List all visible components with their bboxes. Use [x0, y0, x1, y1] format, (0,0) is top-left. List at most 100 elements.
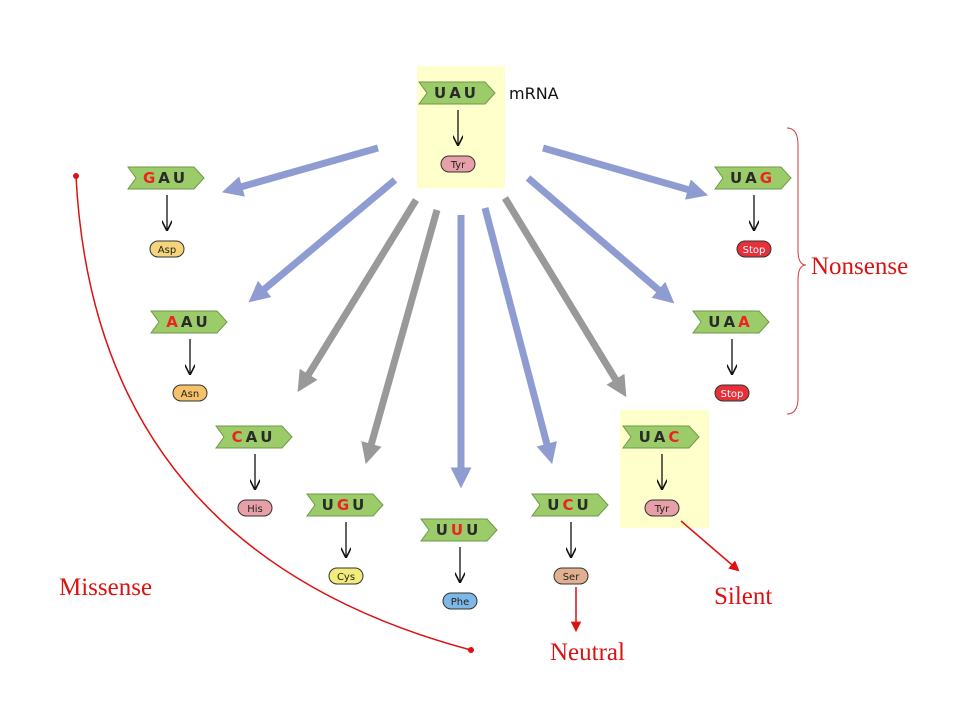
mutant-uac-codon: U A C [639, 428, 680, 446]
mutant-uaa-amino-acid-pill [714, 384, 750, 402]
mutant-aau-base-1: A [166, 313, 178, 331]
mutant-ugu-amino-acid-pill [328, 567, 364, 585]
mutant-uac-base-3: C [668, 428, 679, 446]
original-amino-acid-pill [440, 155, 476, 173]
mutant-gau-base-3: U [173, 169, 185, 187]
silent-pointer-arrow [680, 520, 740, 572]
mutation-arrow-uaa [525, 175, 675, 304]
mutation-arrow-uag [542, 144, 709, 200]
mutant-uaa-base-2: A [723, 313, 735, 331]
mutant-ugu-codon: U G U [322, 496, 365, 514]
mutant-gau-amino-acid: Asp [158, 245, 176, 256]
mutant-ugu-base-3: U [352, 496, 364, 514]
mutant-cau-unit: C A U His [215, 425, 293, 517]
original-codon-arrow [418, 81, 496, 105]
mutant-uaa-amino-acid: Stop [721, 389, 744, 400]
mutation-arrow-aau [248, 177, 398, 303]
mutant-ucu-amino-acid: Ser [563, 572, 581, 583]
mutant-ucu-base-2: C [562, 496, 573, 514]
mutant-aau-amino-acid: Asn [181, 389, 199, 400]
nonsense-label: Nonsense [811, 253, 908, 280]
mutant-ucu-codon: U C U [547, 496, 588, 514]
mutant-aau-base-3: U [196, 313, 208, 331]
mutant-gau-base-1: G [143, 169, 155, 187]
mutant-uag-base-2: A [745, 169, 757, 187]
mutant-aau-amino-acid-pill [172, 384, 208, 402]
mrna-label: mRNA [509, 84, 559, 103]
mutation-arrow-cau [297, 198, 419, 393]
mutant-ugu-codon-arrow [306, 493, 384, 517]
mutant-uag-base-1: U [730, 169, 742, 187]
mutant-uac-amino-acid: Tyr [654, 504, 670, 515]
mutant-uaa-unit: U A A Stop [692, 310, 770, 402]
mutant-cau-amino-acid: His [247, 504, 263, 515]
mutant-uuu-codon: U U U [436, 521, 479, 539]
mutant-ugu-unit: U G U Cys [306, 493, 384, 585]
mutant-uag-unit: U A G Stop [714, 166, 792, 258]
mutation-arrow-uac [502, 196, 627, 398]
missense-label: Missense [59, 574, 152, 601]
mutant-uuu-codon-arrow [420, 518, 498, 542]
nonsense-brace [786, 127, 807, 415]
mutant-uuu-amino-acid-pill [442, 592, 478, 610]
mutant-uac-base-1: U [639, 428, 651, 446]
neutral-label: Neutral [550, 639, 625, 666]
mutant-uag-codon: U A G [730, 169, 772, 187]
mutant-gau-amino-acid-pill [149, 240, 185, 258]
mutant-uaa-codon-arrow [692, 310, 770, 334]
mutant-uuu-base-2: U [451, 521, 463, 539]
mutant-ucu-codon-arrow [531, 493, 609, 517]
silent-label: Silent [714, 583, 772, 610]
mutant-aau-codon-arrow [150, 310, 228, 334]
mutation-arrow-gau [221, 144, 379, 197]
original-codon: U A U [434, 84, 476, 102]
mutant-uuu-unit: U U U Phe [420, 518, 498, 610]
mutant-gau-base-2: A [158, 169, 170, 187]
mutant-uuu-amino-acid: Phe [451, 597, 470, 608]
missense-arc-start-dot [73, 173, 79, 179]
mutant-cau-base-3: U [260, 428, 272, 446]
mutation-arrows [221, 144, 709, 489]
mutant-cau-amino-acid-pill [237, 499, 273, 517]
mutant-uac-codon-arrow [622, 425, 700, 449]
mutant-uac-unit: U A C Tyr [622, 425, 700, 517]
mutant-uaa-base-3: A [738, 313, 750, 331]
mutant-cau-codon-arrow [215, 425, 293, 449]
missense-arc-end-dot [468, 647, 474, 653]
mutant-cau-base-2: A [246, 428, 258, 446]
mutant-ugu-base-1: U [322, 496, 334, 514]
mutant-uag-amino-acid: Stop [743, 245, 766, 256]
mutant-ucu-base-3: U [577, 496, 589, 514]
missense-arc [75, 175, 472, 651]
mutation-arrow-ugu [361, 209, 441, 465]
mutant-aau-base-2: A [181, 313, 193, 331]
mutant-uac-base-2: A [654, 428, 666, 446]
mutant-uag-amino-acid-pill [736, 240, 772, 258]
mutant-uaa-codon: U A A [708, 313, 750, 331]
original-base-3: U [464, 84, 476, 102]
original-amino-acid: Tyr [450, 160, 466, 171]
mutant-gau-unit: G A U Asp [127, 166, 205, 258]
original-unit: U A U Tyr [418, 81, 496, 173]
mutant-uag-codon-arrow [714, 166, 792, 190]
original-base-1: U [434, 84, 446, 102]
mutant-ucu-amino-acid-pill [553, 567, 589, 585]
mutant-ugu-amino-acid: Cys [337, 572, 355, 583]
original-base-2: A [449, 84, 461, 102]
mutant-ucu-base-1: U [547, 496, 559, 514]
mutant-gau-codon: G A U [143, 169, 185, 187]
mutant-aau-unit: A A U Asn [150, 310, 228, 402]
mutant-ugu-base-2: G [337, 496, 349, 514]
mutant-aau-codon: A A U [166, 313, 207, 331]
mutant-uac-amino-acid-pill [644, 499, 680, 517]
mutant-uuu-base-3: U [466, 521, 478, 539]
mutation-arrow-ucu [481, 207, 557, 465]
mutant-uaa-base-1: U [708, 313, 720, 331]
mutant-uuu-base-1: U [436, 521, 448, 539]
mutant-uag-base-3: G [760, 169, 772, 187]
mutant-cau-base-1: C [232, 428, 243, 446]
mutant-ucu-unit: U C U Ser [531, 493, 609, 585]
mutant-cau-codon: C A U [232, 428, 273, 446]
